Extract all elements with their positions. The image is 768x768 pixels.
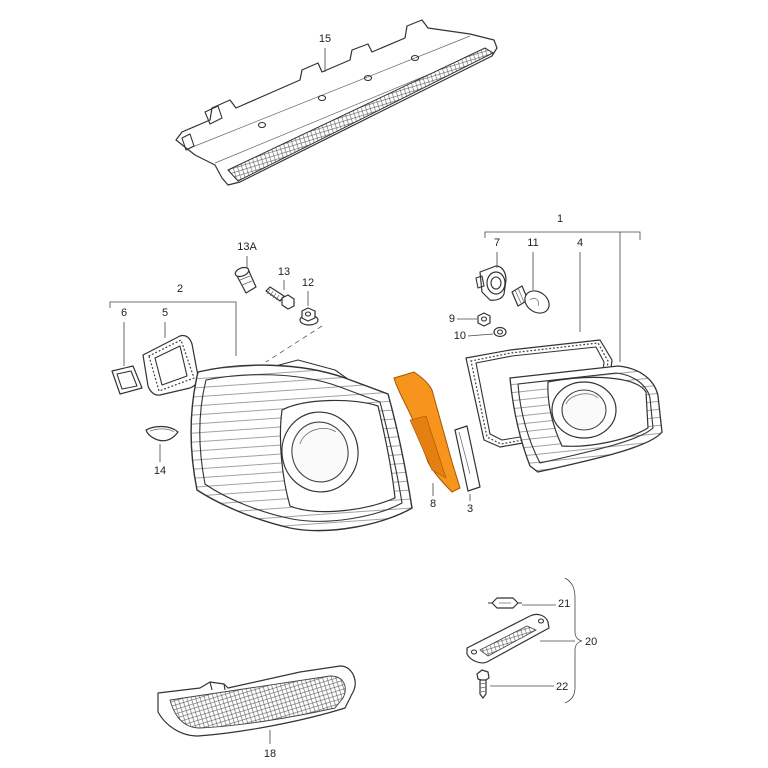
callout-14: 14 [154, 465, 166, 477]
callout-20: 20 [585, 636, 597, 648]
callout-21: 21 [558, 598, 570, 610]
part-8-shade [409, 415, 447, 479]
part-3-drawing [454, 425, 481, 492]
callout-5: 5 [162, 307, 168, 319]
callout-18: 18 [264, 748, 276, 760]
callout-13a: 13A [237, 241, 257, 253]
part-9-drawing [477, 312, 491, 327]
callout-22: 22 [556, 681, 568, 693]
bracket-1 [484, 231, 641, 240]
part-13-drawing [265, 286, 295, 310]
part-10-drawing [493, 326, 507, 338]
callout-11: 11 [527, 237, 538, 249]
brace-20 [564, 577, 583, 704]
callout-7: 7 [494, 237, 500, 249]
part-22-drawing [476, 669, 490, 699]
part-2-drawing [190, 359, 413, 532]
assembly-line [265, 325, 323, 363]
callout-3: 3 [467, 503, 473, 515]
bracket-2 [109, 301, 237, 356]
part-21-drawing [488, 597, 522, 609]
part-5-drawing [142, 334, 199, 396]
callout-13: 13 [278, 266, 290, 278]
part-13a-drawing [234, 266, 257, 294]
callout-1: 1 [557, 213, 563, 225]
callout-4: 4 [577, 237, 583, 249]
part-20-drawing [466, 613, 550, 664]
part-18-drawing [157, 665, 356, 737]
callout-15: 15 [319, 33, 331, 45]
callout-2: 2 [177, 283, 183, 295]
callout-8: 8 [430, 498, 436, 510]
callout-9: 9 [449, 313, 455, 325]
callout-6: 6 [121, 307, 127, 319]
part-7-drawing [475, 265, 507, 301]
leader-10 [467, 333, 494, 337]
part-1-drawing [509, 365, 663, 473]
part-11-drawing [511, 285, 550, 314]
part-15-drawing [175, 19, 498, 186]
callout-10: 10 [454, 330, 466, 342]
callout-12: 12 [302, 277, 314, 289]
part-8-drawing [393, 371, 461, 493]
part-6-drawing [111, 365, 143, 395]
part-14-drawing [145, 425, 179, 442]
part-12-drawing [299, 307, 319, 326]
